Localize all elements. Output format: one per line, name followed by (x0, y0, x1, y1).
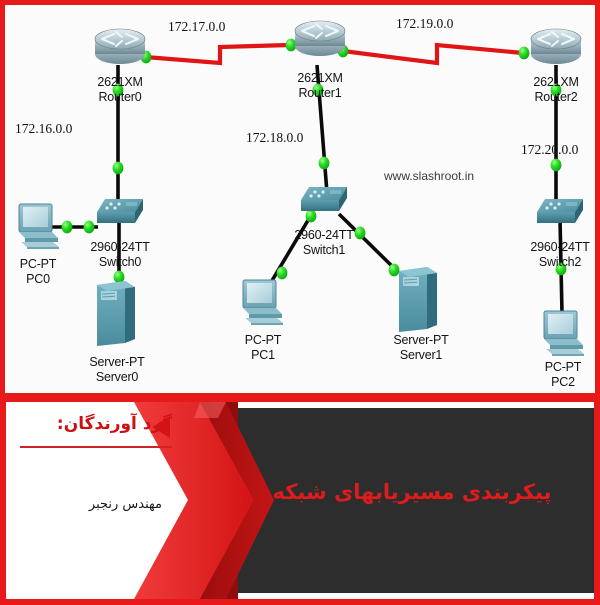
device-label-switch1: 2960-24TT Switch1 (274, 228, 374, 258)
pc-icon (18, 203, 59, 249)
server1-model: Server-PT (393, 333, 449, 347)
switch-icon (301, 187, 347, 211)
pc2-model: PC-PT (544, 360, 582, 374)
device-router0[interactable] (92, 27, 148, 72)
device-label-router2: 2621XM Router2 (516, 75, 596, 105)
device-router1[interactable] (292, 19, 348, 64)
subnet-label-172-19: 172.19.0.0 (396, 16, 454, 31)
banner-title: پیکربندی مسیریابهای شبکه (272, 480, 552, 504)
device-label-switch0: 2960-24TT Switch0 (70, 240, 170, 270)
device-server0[interactable] (91, 277, 143, 354)
device-switch0[interactable] (93, 195, 147, 234)
banner-dark-panel (224, 408, 594, 593)
device-pc2[interactable] (538, 308, 590, 363)
title-banner: گرد آورندگان: مهندس رنجبر پیکربندی مسیری… (0, 398, 600, 605)
switch-icon (97, 199, 143, 223)
device-pc1[interactable] (237, 277, 289, 332)
switch1-name: Switch1 (302, 243, 346, 257)
switch0-model: 2960-24TT (90, 240, 150, 254)
device-label-server0: Server-PT Server0 (69, 355, 165, 385)
router2-model: 2621XM (533, 75, 579, 89)
router-icon (294, 20, 346, 56)
device-switch1[interactable] (297, 183, 351, 222)
device-label-switch2: 2960-24TT Switch2 (510, 240, 600, 270)
switch0-name: Switch0 (98, 255, 142, 269)
server-icon (399, 267, 437, 332)
ethernet-link-switch1-server1 (337, 212, 399, 273)
device-label-pc0: PC-PT PC0 (5, 257, 71, 287)
subnet-label-172-18: 172.18.0.0 (246, 130, 304, 145)
router-icon (530, 28, 582, 64)
server-icon (97, 281, 135, 346)
router1-name: Router1 (298, 86, 342, 100)
watermark-text: www.slashroot.in (384, 169, 475, 183)
server0-name: Server0 (95, 370, 139, 384)
pc0-name: PC0 (26, 272, 50, 286)
subnet-label-172-20: 172.20.0.0 (521, 142, 579, 157)
banner-inner: گرد آورندگان: مهندس رنجبر پیکربندی مسیری… (6, 402, 594, 599)
device-label-router1: 2621XM Router1 (280, 71, 360, 101)
subnet-label-172-16: 172.16.0.0 (15, 121, 73, 136)
switch2-name: Switch2 (538, 255, 582, 269)
device-switch2[interactable] (533, 195, 587, 234)
pc2-name: PC2 (551, 375, 575, 389)
server1-name: Server1 (399, 348, 443, 362)
device-label-router0: 2621XM Router0 (80, 75, 160, 105)
diagram-canvas: 2621XM Router0 2621XM Router1 (5, 5, 595, 393)
server0-model: Server-PT (89, 355, 145, 369)
pc-icon (242, 279, 283, 325)
left-arrow-marker (152, 416, 170, 438)
pc0-model: PC-PT (19, 257, 57, 271)
switch2-model: 2960-24TT (530, 240, 590, 254)
router0-model: 2621XM (97, 75, 143, 89)
authors-underline (20, 446, 172, 448)
device-server1[interactable] (393, 263, 445, 340)
author-name: مهندس رنجبر (88, 497, 162, 512)
subnet-label-172-17: 172.17.0.0 (168, 19, 226, 34)
ethernet-link-switch1-pc1 (265, 216, 312, 290)
pc1-model: PC-PT (244, 333, 282, 347)
pc-icon (543, 310, 584, 356)
chevron-arrow-graphic (134, 402, 274, 599)
switch-icon (537, 199, 583, 223)
router1-model: 2621XM (297, 71, 343, 85)
device-label-pc2: PC-PT PC2 (530, 360, 596, 390)
authors-label: گرد آورندگان: (56, 414, 172, 434)
switch1-model: 2960-24TT (294, 228, 354, 242)
serial-link-router1-router2 (342, 42, 524, 66)
device-router2[interactable] (528, 27, 584, 72)
device-label-pc1: PC-PT PC1 (230, 333, 296, 363)
device-pc0[interactable] (13, 201, 65, 256)
network-diagram-panel: 2621XM Router0 2621XM Router1 (0, 0, 600, 398)
router-icon (94, 28, 146, 64)
pc1-name: PC1 (251, 348, 275, 362)
router2-name: Router2 (534, 90, 578, 104)
serial-link-router0-router1 (144, 42, 291, 66)
device-label-server1: Server-PT Server1 (373, 333, 469, 363)
router0-name: Router0 (98, 90, 142, 104)
